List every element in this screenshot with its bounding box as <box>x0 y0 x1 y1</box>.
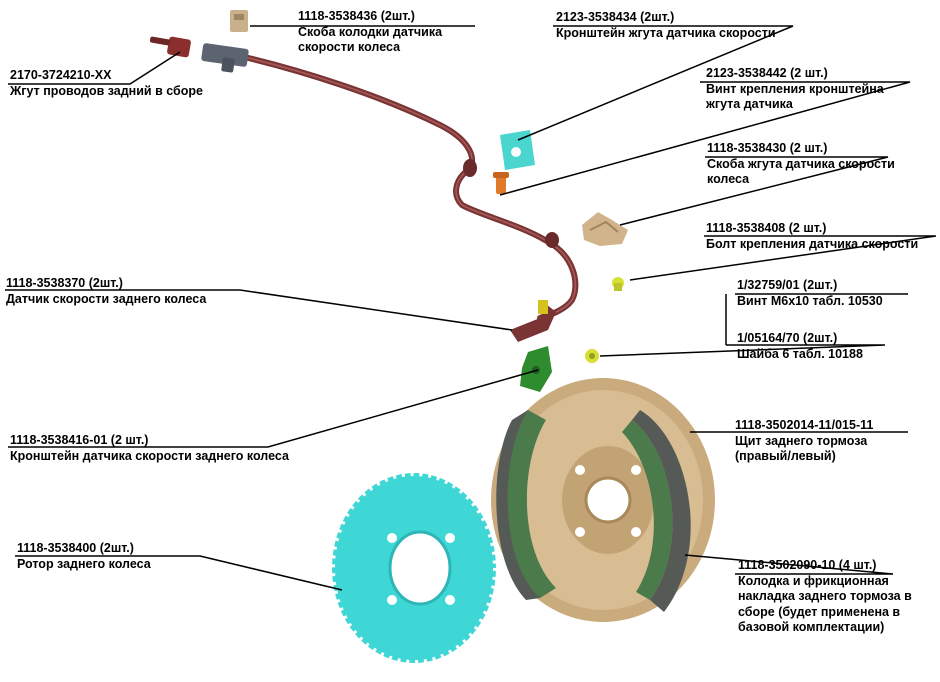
part-name: Кронштейн жгута датчика скорости <box>556 25 776 40</box>
part-name: Датчик скорости заднего колеса <box>6 291 207 306</box>
part-name: Винт М6х10 табл. 10530 <box>737 293 883 308</box>
harness-clip <box>582 212 628 246</box>
bracket-screw <box>493 172 509 194</box>
part-name: (правый/левый) <box>735 449 836 463</box>
part-code: 1118-3538436 (2шт.) <box>298 9 415 23</box>
leader-lines <box>5 25 937 591</box>
part-code: 1118-3538416-01 (2 шт.) <box>10 433 149 447</box>
harness-bracket <box>500 130 535 170</box>
part-name: Скоба колодки датчика <box>298 24 443 39</box>
part-name: Кронштейн датчика скорости заднего колес… <box>10 448 289 463</box>
part-name: Скоба жгута датчика скорости <box>707 156 895 171</box>
label-screw-m6: 1/32759/01 (2шт.) Винт М6х10 табл. 10530 <box>737 278 883 309</box>
part-code: 1118-3502090-10 (4 шт.) <box>738 558 877 572</box>
brake-shoes <box>496 410 691 612</box>
part-name: Колодка и фрикционная <box>738 573 889 588</box>
part-name: скорости колеса <box>298 40 401 54</box>
label-harness-bracket: 2123-3538434 (2шт.) Кронштейн жгута датч… <box>556 10 776 41</box>
part-code: 1118-3538408 (2 шт.) <box>706 221 827 235</box>
label-sensor-bracket: 1118-3538416-01 (2 шт.) Кронштейн датчик… <box>10 433 289 464</box>
part-code: 2123-3538442 (2 шт.) <box>706 66 828 80</box>
part-code: 1118-3502014-11/015-11 <box>735 418 874 432</box>
label-sensor-clip: 1118-3538436 (2шт.) Скоба колодки датчик… <box>298 9 442 56</box>
part-name: Щит заднего тормоза <box>735 433 868 448</box>
label-brake-shoe: 1118-3502090-10 (4 шт.) Колодка и фрикци… <box>738 558 912 636</box>
part-name: Жгут проводов задний в сборе <box>10 83 203 98</box>
sensor-bracket <box>520 346 552 392</box>
part-name: Ротор заднего колеса <box>17 556 151 571</box>
label-harness-clip: 1118-3538430 (2 шт.) Скоба жгута датчика… <box>707 141 895 188</box>
part-code: 1118-3538430 (2 шт.) <box>707 141 828 155</box>
part-name: базовой комплектации) <box>738 620 885 634</box>
part-code: 1118-3538400 (2шт.) <box>17 541 134 555</box>
part-name: Болт крепления датчика скорости <box>706 236 919 251</box>
speed-sensor <box>510 300 556 342</box>
label-bracket-screw: 2123-3538442 (2 шт.) Винт крепления крон… <box>706 66 884 113</box>
label-harness: 2170-3724210-XX Жгут проводов задний в с… <box>10 68 203 99</box>
label-speed-sensor: 1118-3538370 (2шт.) Датчик скорости задн… <box>6 276 206 307</box>
part-name: накладка заднего тормоза в <box>738 589 912 603</box>
label-washer: 1/05164/70 (2шт.) Шайба 6 табл. 10188 <box>737 331 863 362</box>
sensor-bolt <box>612 277 624 291</box>
part-code: 1/05164/70 (2шт.) <box>737 331 838 345</box>
part-code: 2170-3724210-XX <box>10 68 112 82</box>
label-rotor: 1118-3538400 (2шт.) Ротор заднего колеса <box>17 541 151 572</box>
screw-and-washer <box>585 349 599 363</box>
part-code: 1/32759/01 (2шт.) <box>737 278 838 292</box>
part-name: Винт крепления кронштейна <box>706 81 884 96</box>
part-code: 2123-3538434 (2шт.) <box>556 10 675 24</box>
part-name: сборе (будет применена в <box>738 604 901 619</box>
part-name: колеса <box>707 172 750 186</box>
label-sensor-bolt: 1118-3538408 (2 шт.) Болт крепления датч… <box>706 221 918 252</box>
part-name: жгута датчика <box>706 97 793 111</box>
wiring-harness <box>149 36 579 321</box>
part-code: 1118-3538370 (2шт.) <box>6 276 123 290</box>
sensor-pad-clip <box>230 10 248 32</box>
part-name: Шайба 6 табл. 10188 <box>737 346 863 361</box>
rotor <box>329 470 499 666</box>
label-brake-shield: 1118-3502014-11/015-11 Щит заднего тормо… <box>735 418 873 465</box>
